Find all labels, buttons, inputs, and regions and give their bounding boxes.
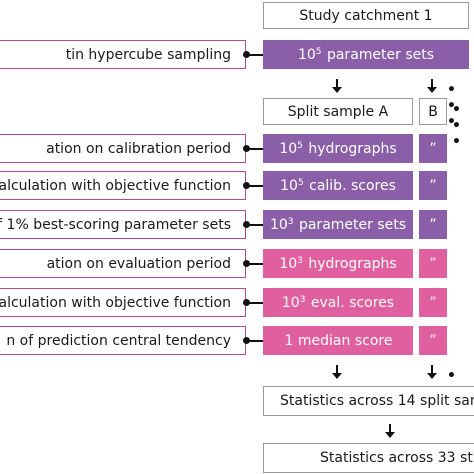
split-sample-a-box: Split sample A (263, 98, 413, 125)
step-simulation-evaluation-box: ation on evaluation period (0, 249, 246, 278)
step-sampling-label: tin hypercube sampling (65, 46, 231, 63)
stats-catchments-label: Statistics across 33 stu (320, 450, 474, 466)
connector-dot (243, 221, 250, 228)
step-simulation-evaluation-label: ation on evaluation period (46, 255, 231, 272)
step-evaluation-scoring-box: alculation with objective function (0, 288, 246, 317)
ditto-mark: ” (429, 294, 437, 311)
median-score-value: 1 median score (284, 332, 393, 349)
ditto-mark: ” (429, 255, 437, 272)
ditto-box: ” (419, 288, 447, 317)
median-score-box: 1 median score (263, 326, 413, 355)
split-sample-b-label: B (428, 103, 438, 120)
step-central-tendency-box: n of prediction central tendency (0, 326, 246, 355)
arrow-down (385, 424, 395, 438)
connector-line (247, 340, 263, 342)
ditto-mark: ” (429, 216, 437, 233)
stats-split-samples-box: Statistics across 14 split sam (263, 386, 474, 416)
best-parameter-sets-value: 103 parameter sets (269, 216, 407, 233)
parameter-sets-value: 105 parameter sets (297, 46, 435, 63)
arrow-down (427, 79, 437, 93)
ellipsis-split: • • • (452, 102, 466, 150)
calibration-scores-value: 105 calib. scores (280, 177, 396, 194)
ellipsis-top: • • • (447, 82, 461, 130)
stats-catchments-box: Statistics across 33 stu (263, 443, 474, 473)
connector-dot (243, 145, 250, 152)
ditto-box: ” (419, 210, 447, 239)
step-calibration-scoring-box: alculation with objective function (0, 171, 246, 200)
step-simulation-calibration-box: ation on calibration period (0, 134, 246, 163)
connector-dot (243, 260, 250, 267)
calibration-hydrographs-box: 105 hydrographs (263, 134, 413, 163)
ditto-box: ” (419, 134, 447, 163)
ditto-mark: ” (429, 332, 437, 349)
connector-line (247, 185, 263, 187)
evaluation-scores-box: 103 eval. scores (263, 288, 413, 317)
connector-dot (243, 182, 250, 189)
connector-dot (243, 299, 250, 306)
ditto-box: ” (419, 171, 447, 200)
step-simulation-calibration-label: ation on calibration period (46, 140, 231, 157)
stats-split-samples-label: Statistics across 14 split sam (280, 393, 474, 409)
evaluation-scores-value: 103 eval. scores (281, 294, 395, 311)
ditto-box: ” (419, 249, 447, 278)
step-calibration-scoring-label: alculation with objective function (0, 177, 231, 194)
step-sampling-box: tin hypercube sampling (0, 40, 246, 69)
connector-line (247, 263, 263, 265)
evaluation-hydrographs-value: 103 hydrographs (279, 255, 397, 272)
study-catchment-label: Study catchment 1 (299, 7, 433, 24)
ditto-box: ” (419, 326, 447, 355)
arrow-down (332, 79, 342, 93)
arrow-down (427, 365, 437, 379)
ditto-mark: ” (429, 177, 437, 194)
calibration-hydrographs-value: 105 hydrographs (279, 140, 397, 157)
study-catchment-box: Study catchment 1 (263, 2, 469, 29)
step-selection-box: f 1% best-scoring parameter sets (0, 210, 246, 239)
connector-line (247, 302, 263, 304)
parameter-sets-box: 105 parameter sets (263, 40, 469, 69)
connector-dot (243, 51, 250, 58)
best-parameter-sets-box: 103 parameter sets (263, 210, 413, 239)
calibration-scores-box: 105 calib. scores (263, 171, 413, 200)
evaluation-hydrographs-box: 103 hydrographs (263, 249, 413, 278)
connector-dot (243, 337, 250, 344)
split-sample-a-label: Split sample A (287, 103, 389, 120)
step-evaluation-scoring-label: alculation with objective function (0, 294, 231, 311)
step-selection-label: f 1% best-scoring parameter sets (0, 216, 231, 233)
connector-line (247, 148, 263, 150)
step-central-tendency-label: n of prediction central tendency (6, 332, 231, 349)
arrow-down (332, 365, 342, 379)
split-sample-b-box: B (419, 98, 447, 125)
connector-line (247, 54, 263, 56)
connector-line (247, 224, 263, 226)
ditto-mark: ” (429, 140, 437, 157)
